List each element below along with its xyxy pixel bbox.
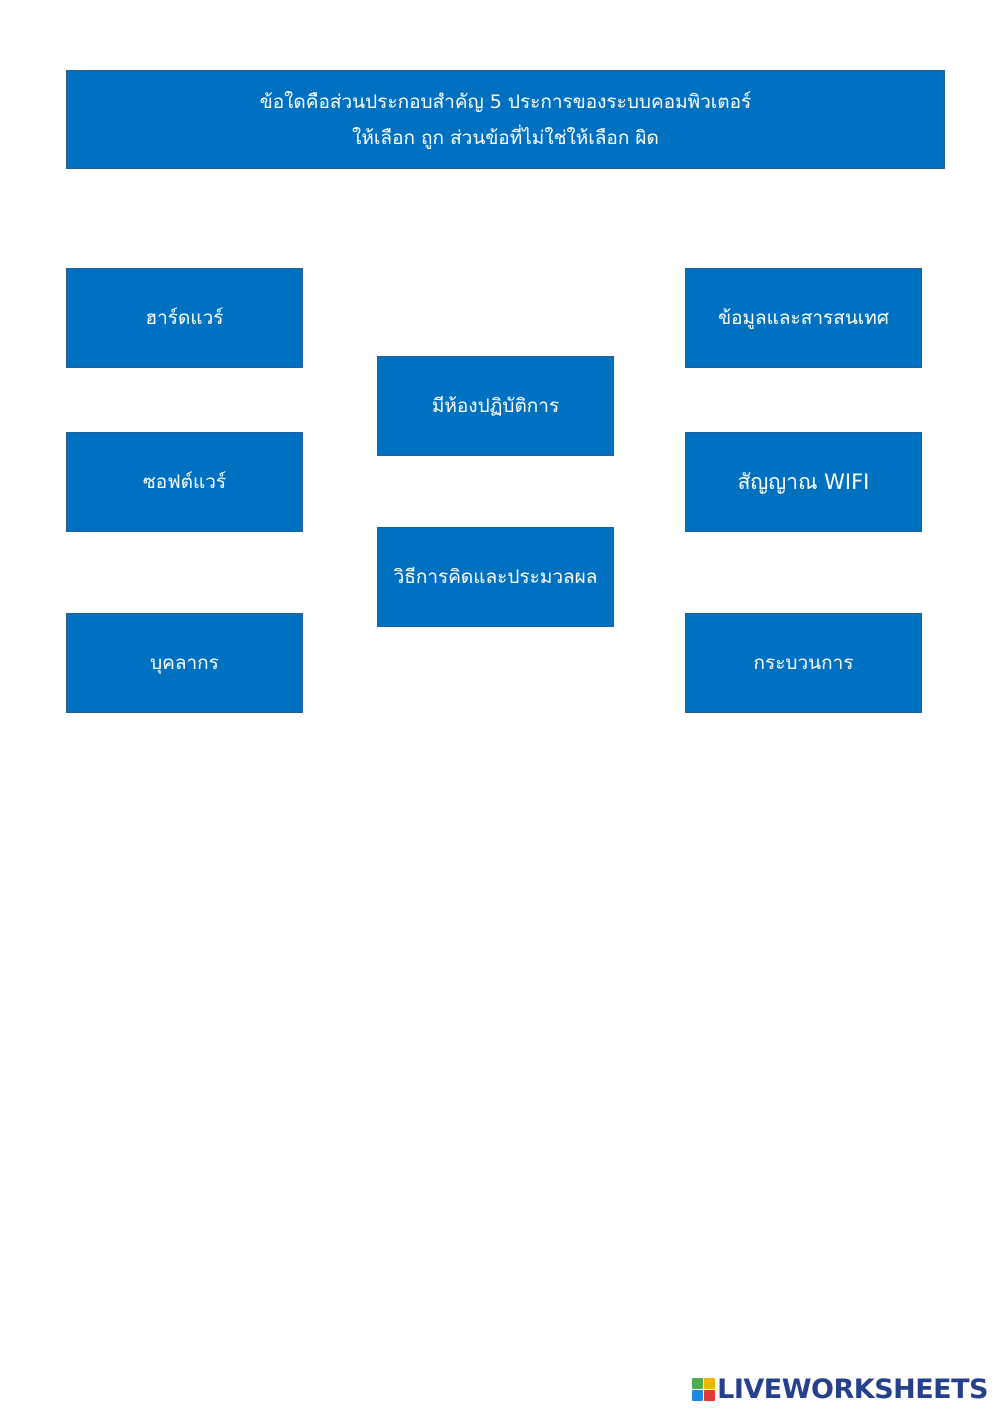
logo-tile-3 <box>692 1389 704 1401</box>
option-wifi[interactable]: สัญญาณ WIFI <box>685 432 922 532</box>
logo-tile-4 <box>704 1389 716 1401</box>
liveworksheets-logo: LIVEWORKSHEETS <box>692 1372 988 1406</box>
question-line-1: ข้อใดคือส่วนประกอบสำคัญ 5 ประการของระบบค… <box>259 90 752 113</box>
option-lab[interactable]: มีห้องปฏิบัติการ <box>377 356 614 456</box>
liveworksheets-logo-text: LIVEWORKSHEETS <box>717 1373 988 1405</box>
liveworksheets-logo-icon <box>692 1377 716 1401</box>
option-software-label: ซอฟต์แวร์ <box>142 471 227 493</box>
option-method[interactable]: วิธีการคิดและประมวลผล <box>377 527 614 627</box>
option-method-label: วิธีการคิดและประมวลผล <box>393 566 598 588</box>
logo-tile-2 <box>704 1377 716 1389</box>
option-process-label: กระบวนการ <box>753 652 854 674</box>
option-people[interactable]: บุคลากร <box>66 613 303 713</box>
question-line-2: ให้เลือก ถูก ส่วนข้อที่ไม่ใช่ให้เลือก ผิ… <box>352 126 659 149</box>
option-process[interactable]: กระบวนการ <box>685 613 922 713</box>
option-people-label: บุคลากร <box>150 652 219 674</box>
option-lab-label: มีห้องปฏิบัติการ <box>431 395 560 417</box>
option-wifi-label: สัญญาณ WIFI <box>737 469 870 494</box>
question-header: ข้อใดคือส่วนประกอบสำคัญ 5 ประการของระบบค… <box>66 70 945 169</box>
option-hardware-label: ฮาร์ดแวร์ <box>145 307 224 329</box>
option-data-information[interactable]: ข้อมูลและสารสนเทศ <box>685 268 922 368</box>
option-hardware[interactable]: ฮาร์ดแวร์ <box>66 268 303 368</box>
logo-tile-1 <box>692 1377 704 1389</box>
option-software[interactable]: ซอฟต์แวร์ <box>66 432 303 532</box>
option-data-information-label: ข้อมูลและสารสนเทศ <box>718 307 889 329</box>
